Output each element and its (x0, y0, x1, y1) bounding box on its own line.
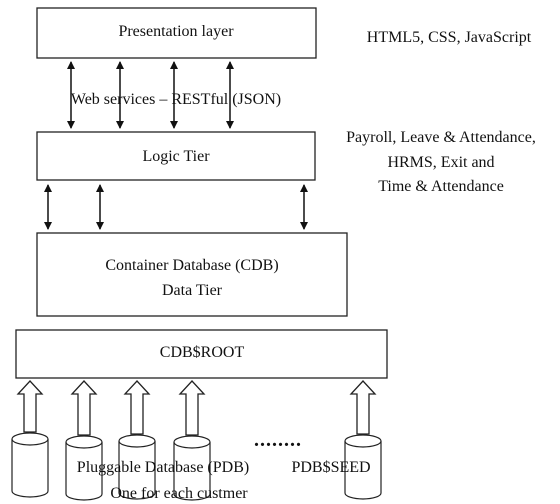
logic-note-line-1: Payroll, Leave & Attendance, (346, 129, 536, 146)
hollow-arrow-4 (178, 380, 206, 436)
presentation-layer-label: Presentation layer (118, 23, 234, 40)
pdb-ellipsis: ........ (254, 429, 302, 451)
cdb-root-label: CDB$ROOT (160, 344, 245, 361)
logic-tier-box (36, 131, 316, 181)
presentation-layer-box (36, 7, 317, 59)
pdb-cylinder-3 (118, 434, 156, 500)
pdb-label: Pluggable Database (PDB) (77, 459, 249, 476)
logic-note-line-3: Time & Attendance (378, 178, 504, 195)
data-tier-box (36, 232, 348, 317)
hollow-arrow-1 (16, 380, 44, 433)
presentation-note: HTML5, CSS, JavaScript (367, 29, 532, 46)
web-services-label: Web services – RESTful (JSON) (71, 91, 281, 108)
pdb-cylinder-1 (11, 432, 49, 498)
pdb-cylinder-4 (173, 435, 211, 501)
hollow-arrow-3 (123, 380, 151, 435)
pdb-cylinder-seed (344, 434, 382, 500)
logic-tier-label: Logic Tier (142, 148, 210, 165)
pdb-note: One for each custmer (110, 485, 248, 502)
cdb-root-box (15, 329, 388, 379)
pdb-cylinder-2 (65, 435, 103, 501)
hollow-arrow-seed (349, 380, 377, 435)
pdb-seed-label: PDB$SEED (291, 459, 370, 476)
data-tier-line-2: Data Tier (162, 282, 223, 299)
data-tier-line-1: Container Database (CDB) (105, 257, 278, 274)
logic-note-line-2: HRMS, Exit and (387, 154, 494, 171)
hollow-arrow-2 (70, 380, 98, 436)
